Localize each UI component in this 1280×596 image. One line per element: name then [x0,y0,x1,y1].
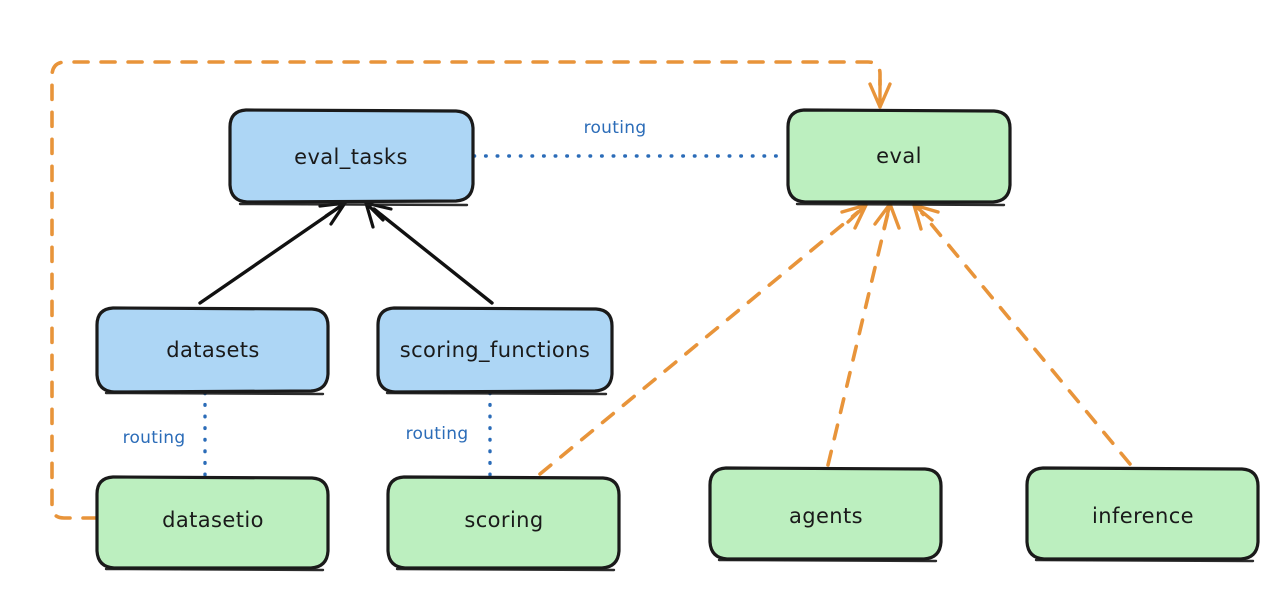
node-label-eval: eval [876,144,922,168]
edge-label-routing-eval: routing [584,118,647,138]
node-label-datasets: datasets [166,338,260,362]
node-inference[interactable]: inference [1025,466,1260,563]
edge-scoring-functions-to-eval-tasks [364,201,494,305]
edge-scoring-functions-to-scoring-routing: routing [406,391,492,478]
node-datasetio[interactable]: datasetio [95,475,330,572]
node-eval-tasks[interactable]: eval_tasks [228,108,475,207]
node-label-datasetio: datasetio [162,508,264,532]
edge-label-routing-scoring: routing [406,424,469,444]
node-eval[interactable]: eval [786,108,1012,207]
edge-datasets-to-datasetio-routing: routing [123,391,207,478]
edge-label-routing-datasetio: routing [123,428,186,448]
node-label-eval-tasks: eval_tasks [294,145,408,170]
node-scoring-functions[interactable]: scoring_functions [376,306,614,396]
edge-inference-to-eval [912,203,1132,466]
node-agents[interactable]: agents [708,466,943,563]
edge-datasets-to-eval-tasks [198,201,347,305]
edge-datasetio-to-eval [50,60,892,520]
node-label-agents: agents [789,504,863,528]
node-label-scoring: scoring [464,508,543,532]
node-label-inference: inference [1092,504,1194,528]
edge-agents-to-eval [826,202,901,467]
node-datasets[interactable]: datasets [95,306,330,396]
node-scoring[interactable]: scoring [386,475,621,572]
edge-eval-tasks-to-eval-routing: routing [472,118,789,158]
node-label-scoring-functions: scoring_functions [400,338,590,363]
edge-scoring-to-eval [538,203,868,476]
